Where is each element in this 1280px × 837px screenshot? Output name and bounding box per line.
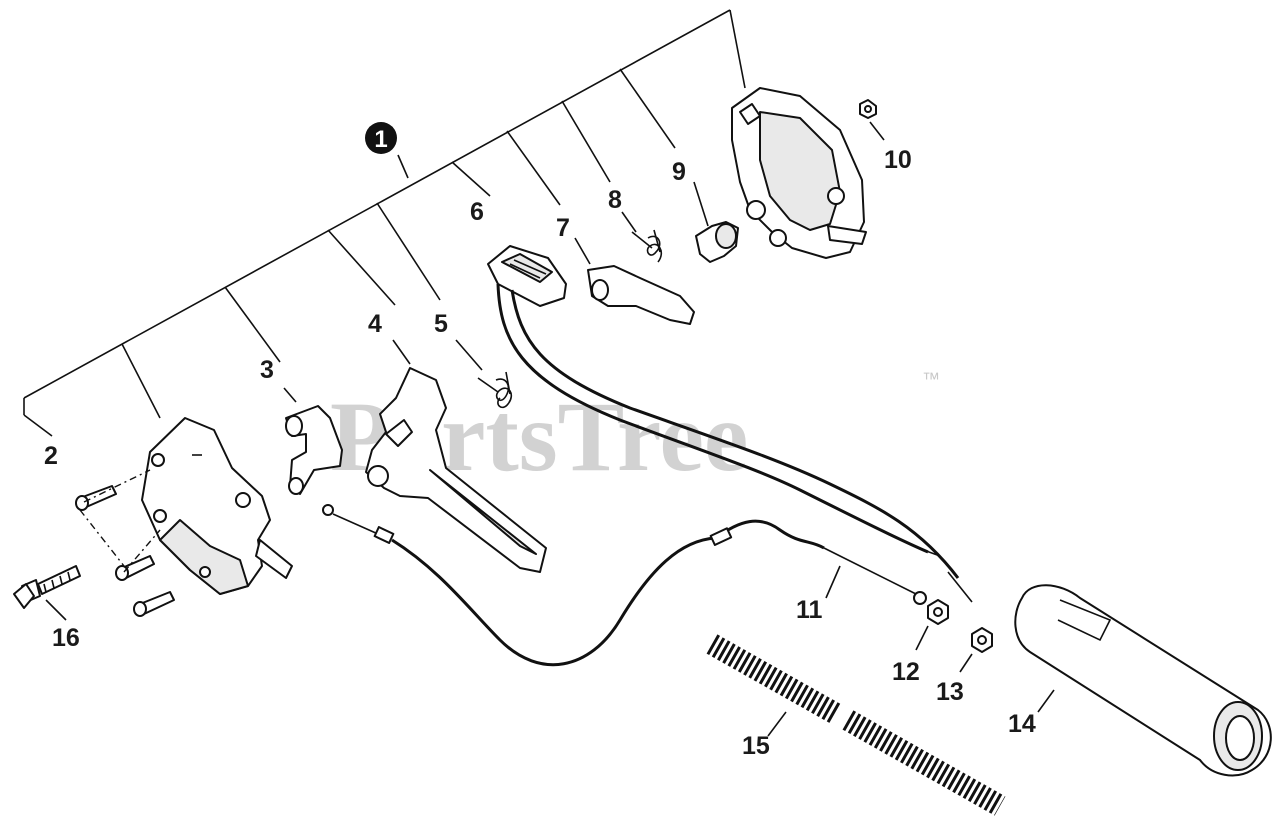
clamp-part[interactable] xyxy=(285,405,343,495)
callout-10[interactable]: 10 xyxy=(884,146,912,174)
callout-2[interactable]: 2 xyxy=(44,442,58,470)
throttle-cable-part[interactable] xyxy=(322,504,927,667)
callout-12[interactable]: 12 xyxy=(892,658,920,686)
switch-part[interactable] xyxy=(487,245,567,307)
callout-6[interactable]: 6 xyxy=(470,198,484,226)
callout-11[interactable]: 11 xyxy=(796,596,823,624)
torsion-spring-part[interactable] xyxy=(477,371,513,409)
assembly-bracket xyxy=(23,9,746,437)
lever-part[interactable] xyxy=(587,265,695,325)
nut-10-part[interactable] xyxy=(859,99,877,119)
leader-lines xyxy=(45,121,1055,737)
callout-15[interactable]: 15 xyxy=(742,732,770,760)
callout-4[interactable]: 4 xyxy=(368,310,382,338)
callout-1[interactable]: 1 xyxy=(365,122,397,154)
callout-9[interactable]: 9 xyxy=(672,158,686,186)
small-spring-part[interactable] xyxy=(631,229,663,263)
collar-part[interactable] xyxy=(695,221,739,263)
throttle-trigger-part[interactable] xyxy=(365,367,547,573)
callout-13[interactable]: 13 xyxy=(936,678,964,706)
conduit-part[interactable] xyxy=(706,634,1006,816)
housing-half-part[interactable] xyxy=(141,417,293,595)
callout-8[interactable]: 8 xyxy=(608,186,622,214)
svg-text:1: 1 xyxy=(374,126,387,153)
callout-7[interactable]: 7 xyxy=(556,214,570,242)
callout-16[interactable]: 16 xyxy=(52,624,80,652)
bolts-part[interactable] xyxy=(13,485,175,617)
callout-3[interactable]: 3 xyxy=(260,356,274,384)
callout-14[interactable]: 14 xyxy=(1008,710,1036,738)
housing-cover-part[interactable] xyxy=(731,87,867,259)
nut-12-part[interactable] xyxy=(927,599,949,625)
dash-centerlines xyxy=(79,469,161,573)
watermark-trademark: ™ xyxy=(922,369,940,389)
switch-wires xyxy=(496,283,973,603)
callout-5[interactable]: 5 xyxy=(434,310,448,338)
nut-13-part[interactable] xyxy=(971,627,993,653)
grip-part[interactable] xyxy=(1014,584,1272,777)
